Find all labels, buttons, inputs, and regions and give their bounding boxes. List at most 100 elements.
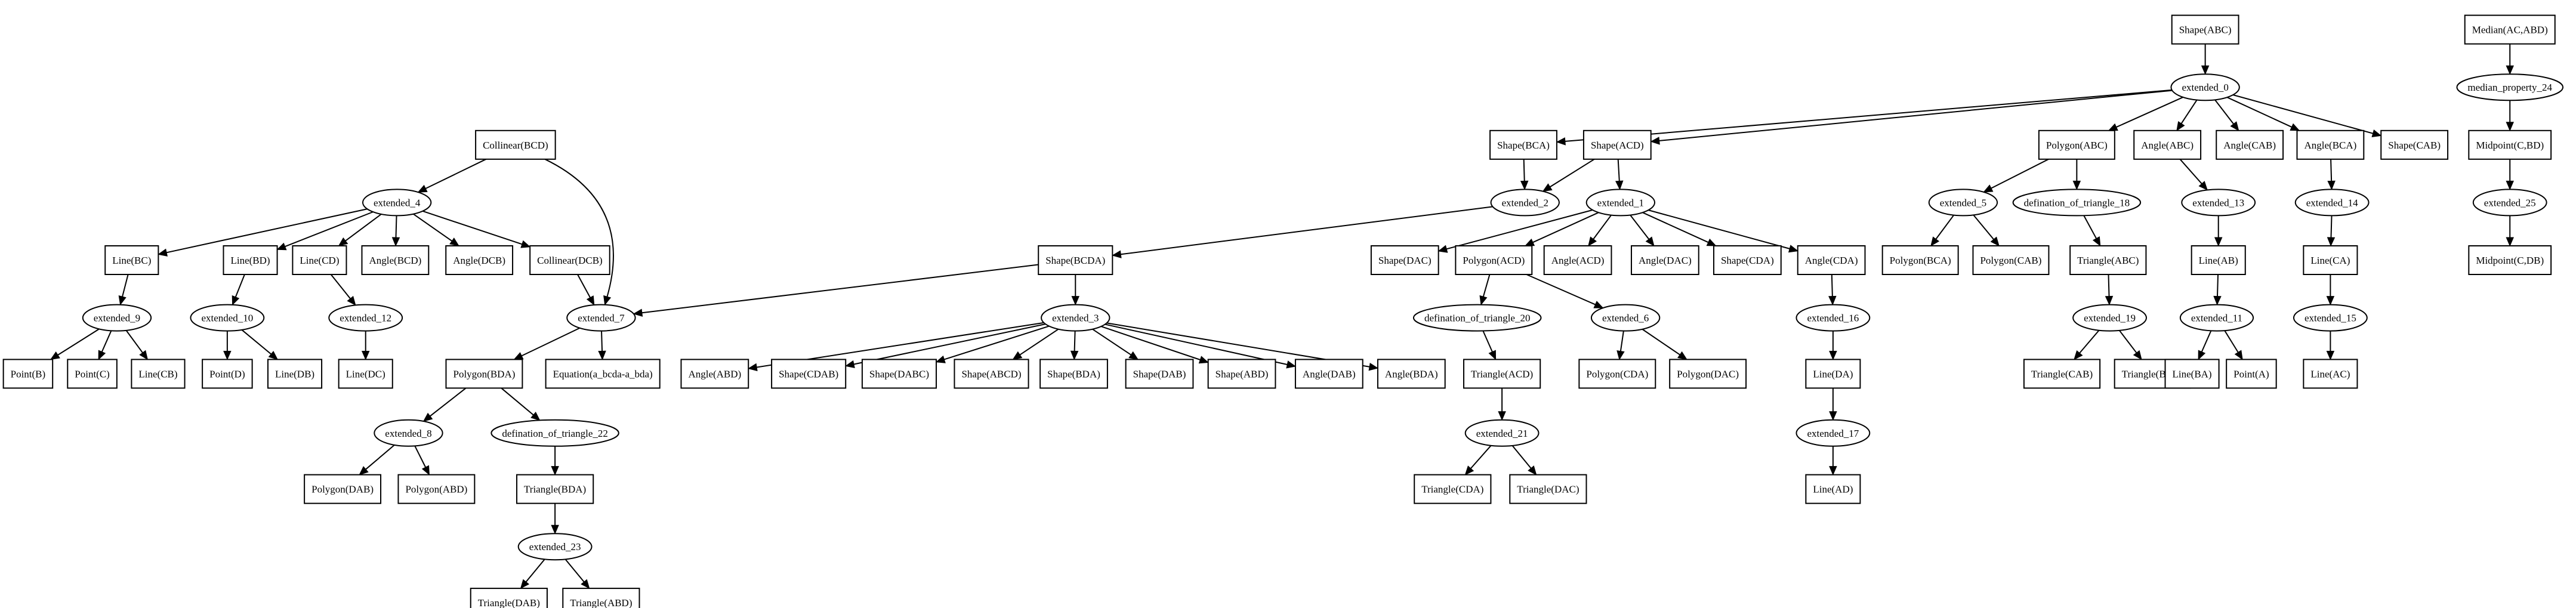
edge-line bbox=[1482, 331, 1493, 353]
node-label: Line(CD) bbox=[300, 255, 339, 266]
edge-line bbox=[2179, 159, 2202, 184]
node-label: extended_0 bbox=[2182, 82, 2228, 93]
edge-line bbox=[1935, 214, 1955, 240]
node-ellipse bbox=[1796, 419, 1871, 447]
edge-collinear-bcd-to-ext7 bbox=[544, 158, 614, 305]
edge-ext25-to-mid-cdb bbox=[2506, 215, 2514, 247]
edge-line bbox=[235, 274, 245, 298]
edge-line bbox=[1121, 206, 1493, 255]
node-label: extended_11 bbox=[2191, 313, 2242, 324]
node-rect bbox=[2133, 129, 2202, 160]
node-rect bbox=[1805, 474, 1861, 504]
edge-line bbox=[1526, 274, 1596, 305]
arrowhead bbox=[1829, 350, 1837, 360]
node-ellipse bbox=[1796, 304, 1871, 332]
arrowhead bbox=[1520, 180, 1529, 190]
edge-ext4-to-line-cd bbox=[338, 214, 382, 246]
arrowhead bbox=[449, 237, 459, 246]
arrowhead bbox=[1706, 238, 1717, 246]
edge-ext23-to-tri-dab bbox=[520, 558, 545, 590]
arrowhead bbox=[1650, 137, 1660, 145]
node-label: Triangle(ABD) bbox=[570, 597, 632, 608]
edge-line bbox=[1523, 159, 1525, 181]
arrowhead bbox=[361, 350, 370, 360]
box-node-tri-dac: Triangle(DAC) bbox=[1509, 474, 1587, 504]
edge-ext12-to-line-dc bbox=[361, 331, 370, 360]
node-label: Angle(ABC) bbox=[2141, 140, 2194, 151]
arrowhead bbox=[421, 465, 430, 476]
arrowhead bbox=[1112, 250, 1122, 258]
box-node-poly-cab: Polygon(CAB) bbox=[1972, 245, 2050, 275]
edge-line bbox=[166, 208, 368, 254]
node-rect bbox=[2464, 14, 2556, 45]
edge-line bbox=[1092, 328, 1131, 356]
node-label: extended_1 bbox=[1597, 197, 1644, 208]
edge-line bbox=[330, 274, 351, 300]
node-label: Polygon(DAC) bbox=[1677, 368, 1739, 379]
arrowhead bbox=[2213, 295, 2222, 305]
box-node-mid-cbd: Midpoint(C,BD) bbox=[2468, 129, 2552, 160]
edge-ext1-to-angle-acd bbox=[1588, 214, 1612, 247]
arrowhead bbox=[2506, 237, 2514, 247]
edge-poly-abc-to-ext5 bbox=[1983, 158, 2049, 193]
edge-line bbox=[1973, 214, 1994, 240]
edge-ext6-to-poly-cda bbox=[1616, 331, 1625, 360]
node-rect bbox=[680, 359, 749, 389]
edge-ext1-to-shape-cda bbox=[1642, 212, 1717, 246]
edge-line bbox=[521, 327, 581, 357]
edge-line bbox=[1100, 326, 1201, 360]
arrowhead bbox=[2290, 123, 2300, 131]
arrowhead bbox=[1983, 184, 1994, 193]
box-node-line-bc: Line(BC) bbox=[104, 245, 159, 275]
edge-poly-abc-to-def18 bbox=[2072, 159, 2081, 190]
box-node-line-db: Line(DB) bbox=[267, 359, 323, 389]
arrowhead bbox=[598, 350, 606, 360]
node-ellipse bbox=[1590, 304, 1661, 332]
node-label: extended_2 bbox=[1502, 197, 1548, 208]
node-label: Line(DB) bbox=[275, 368, 314, 379]
node-rect bbox=[516, 474, 594, 504]
node-rect bbox=[1713, 245, 1782, 275]
arrowhead bbox=[2234, 350, 2243, 360]
edge-collinear-bcd-to-ext4 bbox=[417, 158, 486, 193]
edge-line bbox=[2214, 99, 2234, 125]
box-node-shape-bca: Shape(BCA) bbox=[1489, 129, 1557, 160]
arrowhead bbox=[2327, 180, 2336, 190]
box-node-poly-bca: Polygon(BCA) bbox=[1881, 245, 1959, 275]
node-ellipse bbox=[2170, 73, 2240, 101]
arrowhead bbox=[98, 350, 106, 360]
edge-line bbox=[564, 558, 585, 582]
node-rect bbox=[2069, 245, 2147, 275]
node-rect bbox=[2468, 245, 2552, 275]
node-label: extended_3 bbox=[1052, 313, 1099, 324]
edge-shape-abc-to-ext0 bbox=[2201, 44, 2210, 75]
arrowhead bbox=[530, 411, 541, 421]
edge-line bbox=[501, 387, 534, 416]
edge-line bbox=[2201, 330, 2212, 353]
arrowhead bbox=[2506, 65, 2514, 75]
node-label: Midpoint(C,DB) bbox=[2476, 255, 2544, 266]
node-ellipse bbox=[490, 419, 619, 447]
node-ellipse bbox=[374, 419, 443, 447]
box-node-line-ad: Line(AD) bbox=[1805, 474, 1861, 504]
ellipse-node-def20: defination_of_triangle_20 bbox=[1412, 304, 1542, 332]
edge-def22-to-tri-bda bbox=[551, 446, 559, 476]
ellipse-node-ext7: extended_7 bbox=[566, 304, 636, 332]
arrowhead bbox=[417, 184, 428, 193]
edge-line bbox=[285, 211, 374, 248]
node-rect bbox=[2038, 129, 2115, 160]
arrowhead bbox=[1368, 362, 1379, 371]
box-node-equation: Equation(a_bcda-a_bda) bbox=[545, 359, 661, 389]
box-node-line-ac: Line(AC) bbox=[2303, 359, 2358, 389]
edge-ext0-to-shape-acd bbox=[1650, 89, 2173, 145]
arrowhead bbox=[1788, 245, 1798, 253]
node-label: extended_12 bbox=[340, 313, 391, 324]
ellipse-node-ext9: extended_9 bbox=[82, 304, 152, 332]
node-label: Polygon(BCA) bbox=[1890, 255, 1951, 266]
edge-line bbox=[1642, 212, 1709, 243]
box-node-mid-cdb: Midpoint(C,DB) bbox=[2468, 245, 2552, 275]
arrowhead bbox=[2072, 180, 2081, 190]
edge-ext8-to-poly-dab bbox=[359, 445, 395, 476]
edge-line bbox=[1482, 274, 1491, 297]
node-rect bbox=[2303, 245, 2358, 275]
